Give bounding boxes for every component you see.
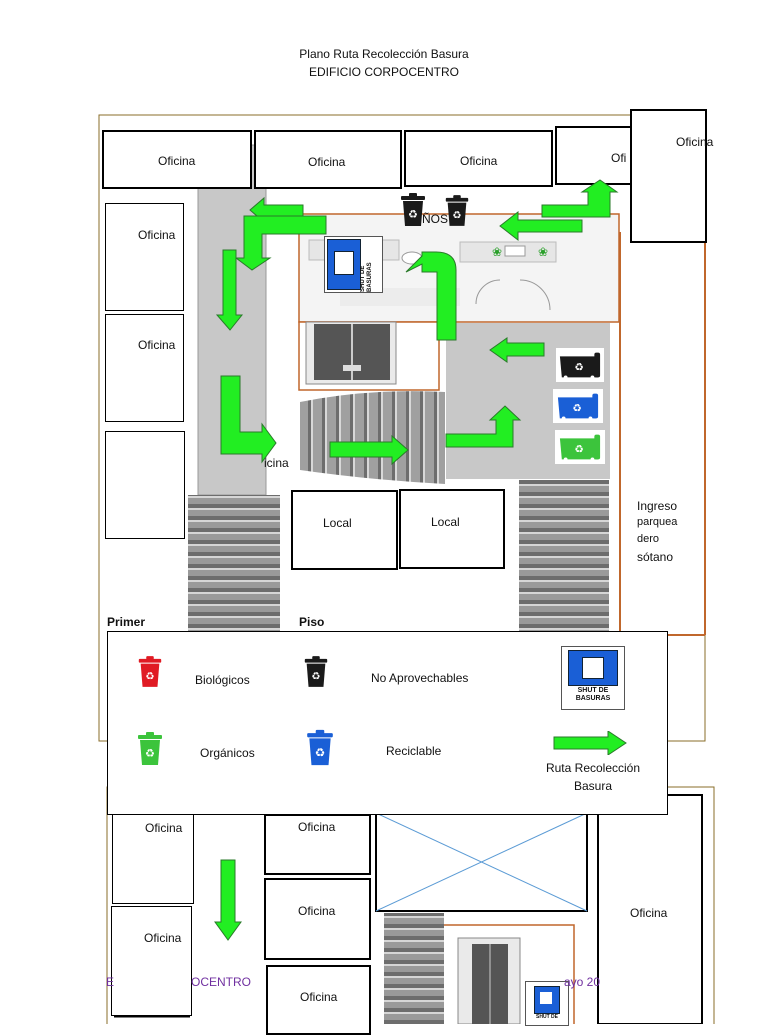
parking-label-2: parquea <box>637 516 678 528</box>
office-room: Oficina <box>266 965 371 1035</box>
office-room: Oficina <box>630 109 713 243</box>
trash-chute-icon: SHUT DE BASURAS <box>324 236 383 293</box>
plan-title: Plano Ruta Recolección Basura <box>299 47 469 61</box>
local-room: Local <box>291 490 398 570</box>
legend-ruta-1: Ruta Recolección <box>545 761 641 775</box>
route-arrow-icon <box>553 731 627 755</box>
red-bin-icon <box>138 656 162 687</box>
route-arrow-icon <box>214 859 242 941</box>
stairs-lower <box>384 913 444 1024</box>
footer-mid: OCENTRO <box>191 975 251 989</box>
office-room: Oficina <box>105 203 184 311</box>
floor-label-left: Primer <box>107 615 146 629</box>
svg-text:❀: ❀ <box>538 245 548 259</box>
parking-label-4: sótano <box>637 550 674 564</box>
office-label-cut: icina <box>264 456 289 470</box>
stairs-center <box>300 391 445 484</box>
elevator-icon <box>305 321 397 385</box>
bathroom-label: ÑOS <box>422 212 449 226</box>
route-arrow-icon <box>445 405 522 448</box>
office-label: Oficina <box>630 906 668 920</box>
svg-text:❀: ❀ <box>492 245 502 259</box>
recycle-bin-icon <box>555 430 605 464</box>
green-bin-icon <box>138 732 162 765</box>
route-arrow-icon <box>499 210 583 242</box>
elevator-icon-lower <box>457 937 521 1024</box>
route-arrow-icon <box>215 249 244 331</box>
blue-bin-icon <box>307 729 333 766</box>
route-arrow-icon <box>405 251 457 341</box>
black-bin-icon <box>304 656 328 687</box>
recycle-bin-icon <box>553 389 603 423</box>
footer-left: E <box>106 975 115 989</box>
office-room: Oficina <box>264 814 371 875</box>
office-room: Oficina <box>111 906 192 1016</box>
office-room: Ofi <box>555 126 635 185</box>
route-arrow-icon <box>489 337 545 363</box>
stairs-left <box>188 495 280 631</box>
office-room <box>105 431 185 539</box>
office-room: Oficina <box>264 878 371 960</box>
office-room: Oficina <box>254 130 402 189</box>
office-room: Oficina <box>102 130 252 189</box>
route-arrow-icon <box>220 375 277 464</box>
stairs-right <box>519 480 609 631</box>
office-room: Oficina <box>112 814 194 904</box>
local-room: Local <box>399 489 505 569</box>
legend-reciclable: Reciclable <box>386 744 442 758</box>
route-arrow-icon <box>234 215 327 271</box>
office-room: Oficina <box>404 130 553 187</box>
legend-ruta-2: Basura <box>573 779 613 793</box>
route-arrow-icon <box>541 179 619 218</box>
building-name: EDIFICIO CORPOCENTRO <box>308 65 459 79</box>
floor-label-right: Piso <box>299 615 325 629</box>
legend-organicos: Orgánicos <box>200 746 255 760</box>
route-arrow-icon <box>329 434 409 466</box>
legend-no-aprovechables: No Aprovechables <box>371 671 469 685</box>
parking-label-1: Ingreso <box>637 499 678 513</box>
footer-right: ayo 20 <box>564 975 601 989</box>
office-room: Oficina <box>105 314 184 422</box>
recycle-bin-icon <box>556 348 604 382</box>
legend-biologicos: Biológicos <box>195 673 250 687</box>
parking-label-3: dero <box>637 533 660 545</box>
trash-chute-icon: SHUT DE <box>525 981 569 1026</box>
